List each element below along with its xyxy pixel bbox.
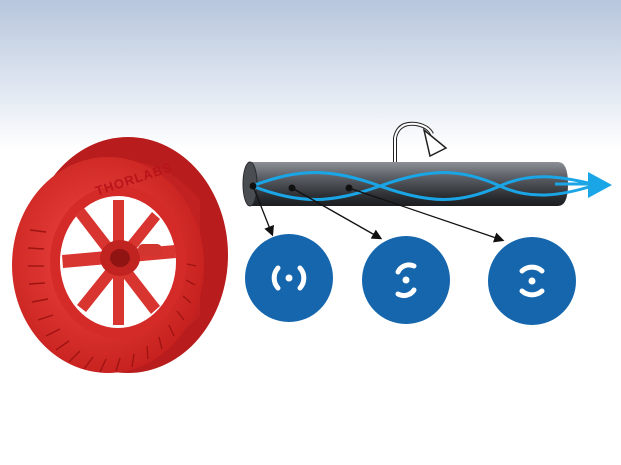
pointer-line-1 <box>252 185 274 237</box>
spool-peg <box>138 244 162 256</box>
optical-fiber <box>242 161 612 207</box>
mode-2-lobe-top <box>395 262 417 275</box>
fiber-spool: THORLABS <box>12 137 228 373</box>
light-path-1 <box>251 171 593 201</box>
mode-1-center <box>285 274 293 282</box>
mode-2-center <box>402 276 410 284</box>
fiber-body <box>244 162 568 206</box>
pointer-lines <box>252 185 505 243</box>
spool-rim-ribs <box>27 229 197 373</box>
mode-3-center <box>528 277 536 285</box>
spool-hub-hole <box>110 249 130 267</box>
rotation-arrow-icon <box>393 121 448 162</box>
light-direction-arrow-icon <box>588 172 612 198</box>
mode-cross-section-1 <box>245 234 333 322</box>
mode-2-lobe-bottom <box>395 287 417 299</box>
pointer-line-3 <box>348 187 505 243</box>
mode-cross-section-2 <box>362 236 450 324</box>
mode-1-lobe-right <box>297 265 307 291</box>
mode-3-lobe-top <box>519 264 545 274</box>
mode-1-lobe-left <box>271 265 281 291</box>
mode-3-lobe-bottom <box>519 288 545 298</box>
mode-cross-section-3 <box>488 237 576 325</box>
pointer-line-2 <box>291 187 383 240</box>
background-gradient <box>0 0 621 150</box>
